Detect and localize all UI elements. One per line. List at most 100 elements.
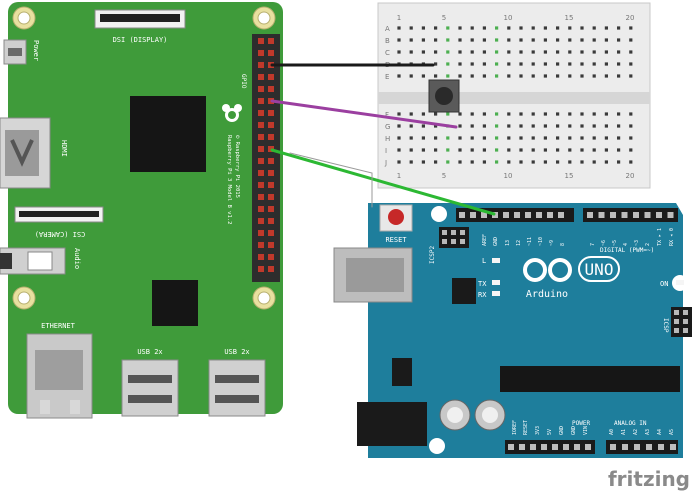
breadboard-hole bbox=[434, 160, 438, 164]
breadboard-hole bbox=[434, 38, 438, 42]
dsi-label: DSI (DISPLAY) bbox=[113, 36, 168, 44]
breadboard-hole bbox=[458, 148, 462, 152]
breadboard-hole bbox=[409, 112, 413, 116]
breadboard-hole bbox=[446, 50, 450, 54]
digital-pin bbox=[470, 212, 476, 218]
icsp-label: ICSP bbox=[662, 318, 669, 333]
gpio-pin bbox=[268, 74, 274, 80]
breadboard-hole bbox=[482, 62, 486, 66]
rx-led bbox=[492, 291, 500, 296]
breadboard-hole bbox=[531, 148, 535, 152]
breadboard-hole bbox=[543, 136, 547, 140]
breadboard-hole bbox=[397, 38, 401, 42]
breadboard-hole bbox=[580, 62, 584, 66]
col-number-15-bottom: 15 bbox=[565, 172, 574, 180]
pin-label-a0: A0 bbox=[609, 429, 615, 435]
gpio-pin bbox=[258, 266, 264, 272]
tx-label: TX bbox=[478, 280, 487, 288]
breadboard-hole bbox=[580, 124, 584, 128]
gpio-pin bbox=[258, 146, 264, 152]
breadboard-hole bbox=[580, 50, 584, 54]
header-pin bbox=[451, 239, 456, 244]
bottom-header-pins bbox=[508, 444, 676, 450]
green-wire bbox=[270, 148, 496, 216]
header-pin bbox=[451, 230, 456, 235]
col-number-5: 5 bbox=[442, 14, 446, 22]
usb-interface-chip bbox=[452, 278, 476, 304]
arduino-mount-hole-1 bbox=[431, 206, 447, 222]
gpio-pin bbox=[258, 194, 264, 200]
breadboard-hole bbox=[543, 160, 547, 164]
breadboard-hole bbox=[421, 112, 425, 116]
breadboard-hole bbox=[568, 124, 572, 128]
pi-pcb bbox=[8, 2, 283, 414]
breadboard-hole bbox=[409, 74, 413, 78]
analog-pin bbox=[610, 444, 616, 450]
breadboard-hole bbox=[458, 62, 462, 66]
breadboard-hole bbox=[446, 62, 450, 66]
breadboard-hole bbox=[580, 74, 584, 78]
breadboard-hole bbox=[507, 26, 511, 30]
pin-label-11: ~11 bbox=[527, 237, 533, 246]
breadboard-hole bbox=[556, 124, 560, 128]
breadboard-hole bbox=[470, 38, 474, 42]
breadboard-hole bbox=[507, 136, 511, 140]
breadboard-hole bbox=[470, 74, 474, 78]
digital-pin bbox=[644, 212, 651, 218]
gpio-pin bbox=[268, 110, 274, 116]
breadboard-hole bbox=[568, 148, 572, 152]
digital-pin bbox=[536, 212, 542, 218]
pi-model-text: Raspberry Pi 3 Model B v1.2 bbox=[226, 135, 232, 224]
digital-pin bbox=[514, 212, 520, 218]
breadboard-hole bbox=[397, 112, 401, 116]
pin-label-a3: A3 bbox=[645, 429, 651, 435]
breadboard-hole bbox=[470, 112, 474, 116]
breadboard-hole bbox=[592, 124, 596, 128]
power-header bbox=[505, 440, 595, 454]
pin-label-4: 4 bbox=[623, 243, 629, 246]
arduino-infinity-logo-icon bbox=[523, 258, 572, 282]
digital-pin bbox=[459, 212, 465, 218]
on-led bbox=[676, 280, 684, 285]
pin-label-a5: A5 bbox=[669, 429, 675, 435]
pin-label-13: 13 bbox=[505, 240, 511, 246]
pin-label-reset: RESET bbox=[523, 420, 529, 435]
breadboard-hole bbox=[543, 74, 547, 78]
audio-label: Audio bbox=[73, 248, 81, 269]
breadboard-hole bbox=[446, 148, 450, 152]
breadboard-hole bbox=[434, 148, 438, 152]
digital-pin bbox=[633, 212, 639, 218]
gpio-pin bbox=[258, 122, 264, 128]
breadboard-hole bbox=[434, 112, 438, 116]
row-letter-b: B bbox=[385, 37, 390, 45]
gpio-pin bbox=[258, 206, 264, 212]
breadboard-hole bbox=[580, 160, 584, 164]
breadboard-hole bbox=[531, 136, 535, 140]
uno-label: UNO bbox=[585, 260, 614, 279]
gpio-pin bbox=[268, 266, 274, 272]
breadboard-hole bbox=[604, 62, 608, 66]
breadboard-hole bbox=[434, 74, 438, 78]
breadboard-hole bbox=[629, 160, 633, 164]
breadboard-hole bbox=[617, 74, 621, 78]
power-label: Power bbox=[32, 40, 40, 61]
analog-section-label: ANALOG IN bbox=[614, 420, 647, 427]
breadboard-hole bbox=[617, 136, 621, 140]
row-letter-c: C bbox=[385, 49, 390, 57]
breadboard-hole bbox=[604, 112, 608, 116]
purple-wire bbox=[270, 99, 458, 129]
digital-pin bbox=[503, 212, 509, 218]
breadboard-hole bbox=[495, 74, 499, 78]
breadboard-hole bbox=[617, 124, 621, 128]
breadboard-hole bbox=[543, 112, 547, 116]
breadboard-hole bbox=[507, 112, 511, 116]
digital-pin bbox=[667, 212, 674, 218]
breadboard-hole bbox=[421, 136, 425, 140]
breadboard-hole bbox=[421, 148, 425, 152]
digital-pin bbox=[610, 212, 616, 218]
breadboard-hole bbox=[617, 112, 621, 116]
raspberry-pi-board: Power DSI (DISPLAY) Raspberry Pi 3 Model… bbox=[0, 2, 283, 419]
gpio-pin bbox=[258, 62, 264, 68]
pin-label-12: 12 bbox=[516, 240, 522, 246]
